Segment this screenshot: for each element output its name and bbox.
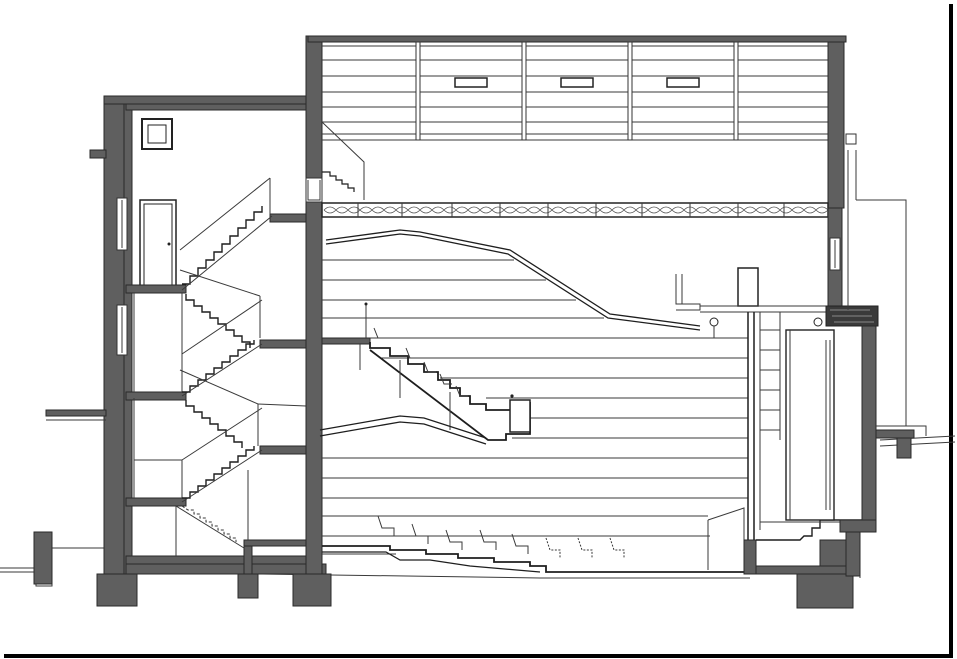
right-exterior-wall	[825, 150, 927, 577]
acoustic-ceiling	[325, 229, 701, 331]
stair-flights	[175, 177, 307, 549]
stair-tower	[103, 95, 327, 575]
balcony-seats	[373, 327, 468, 397]
roof-trusses	[415, 41, 739, 141]
ceiling-truss-band	[321, 202, 829, 218]
stall-seats	[377, 515, 625, 558]
left-exterior-wall	[45, 99, 133, 575]
auditorium-left-wall	[305, 35, 323, 575]
roof-skylights	[454, 77, 700, 88]
frame-shadow	[4, 4, 953, 658]
stage-ladder	[747, 312, 781, 572]
auditorium-wall-lines	[322, 259, 748, 555]
roof-structure	[307, 35, 857, 209]
foundation-footings	[33, 435, 912, 609]
balcony	[319, 302, 531, 445]
stalls-seating	[322, 515, 746, 573]
